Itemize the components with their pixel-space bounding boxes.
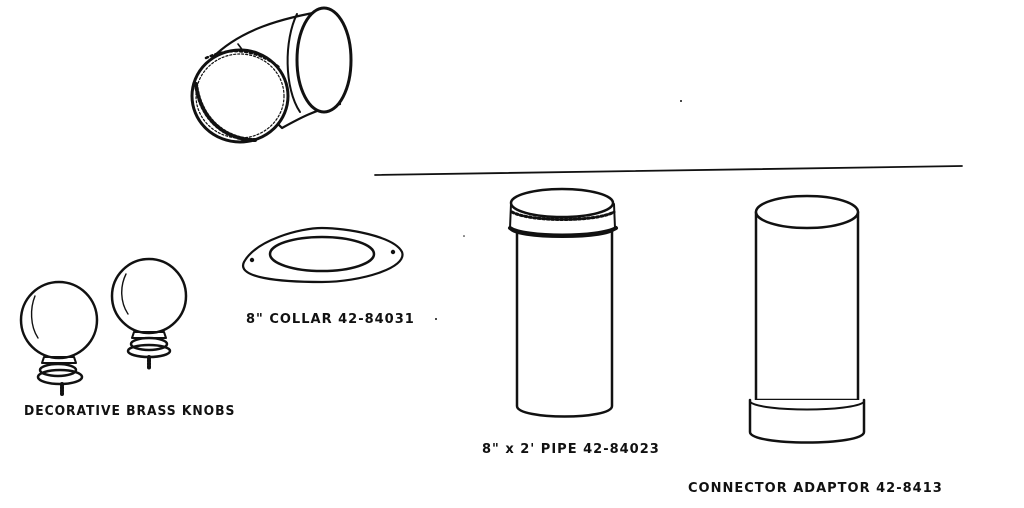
pipe-section — [508, 187, 618, 418]
divider-line — [374, 165, 963, 176]
connector-adaptor — [748, 194, 866, 444]
brass-knob-right — [110, 257, 188, 370]
collar-label: 8" COLLAR 42-84031 — [246, 312, 415, 327]
pipe-label: 8" x 2' PIPE 42-84023 — [482, 442, 660, 457]
collar-ring — [241, 226, 404, 284]
elbow-fitting — [190, 6, 353, 144]
knobs-label: DECORATIVE BRASS KNOBS — [24, 404, 236, 419]
adaptor-label: CONNECTOR ADAPTOR 42-8413 — [688, 481, 943, 496]
brass-knob-left — [19, 280, 99, 396]
